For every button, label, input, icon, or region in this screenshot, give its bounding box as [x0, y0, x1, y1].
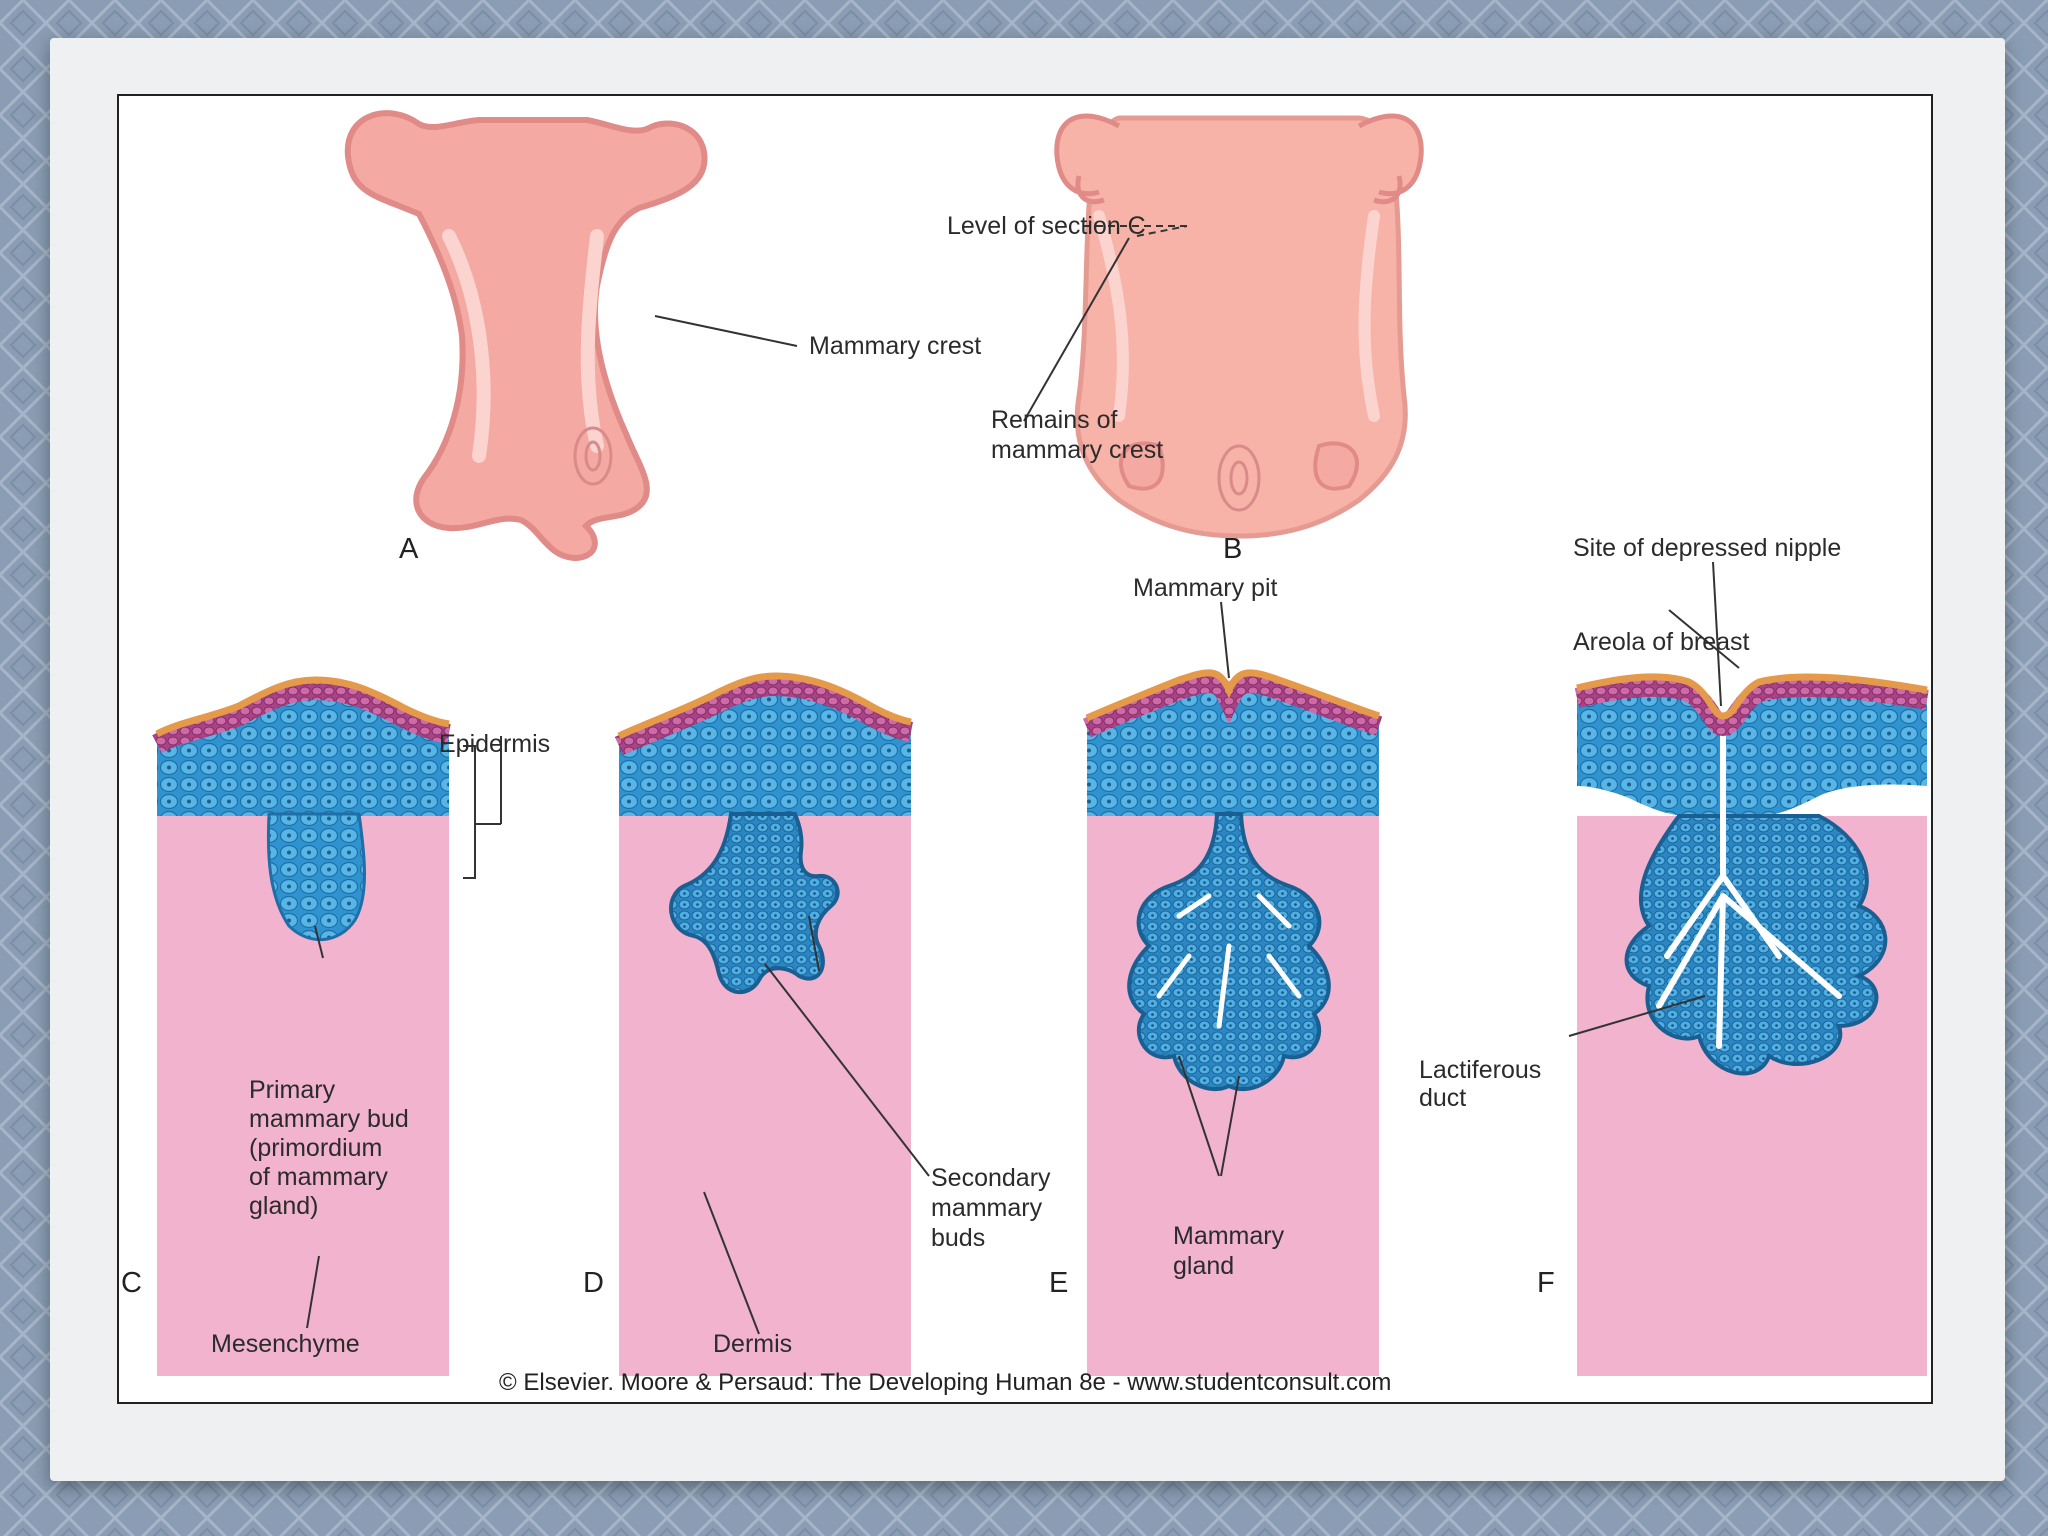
label-remains-line2: mammary crest — [991, 436, 1163, 464]
copyright-credit: © Elsevier. Moore & Persaud: The Develop… — [499, 1369, 1391, 1396]
label-secondary-line1: Secondary — [931, 1164, 1051, 1192]
label-gland-line2: gland — [1173, 1252, 1234, 1280]
label-areola-of-breast: Areola of breast — [1573, 628, 1750, 656]
section-d-illustration — [619, 676, 929, 1376]
label-primary-line5: gland) — [249, 1192, 319, 1220]
label-gland-line1: Mammary — [1173, 1222, 1285, 1250]
label-remains-line1: Remains of — [991, 406, 1117, 434]
label-site-of-depressed-nipple: Site of depressed nipple — [1573, 534, 1841, 562]
label-secondary-line2: mammary — [931, 1194, 1043, 1222]
label-epidermis: Epidermis — [439, 730, 550, 758]
section-c-illustration — [157, 680, 501, 1376]
figure-area: Mammary crest A Level of section C Remai… — [117, 94, 1933, 1404]
panel-label-a: A — [399, 533, 419, 565]
section-f-illustration — [1569, 562, 1927, 1376]
label-level-of-section-c: Level of section C — [947, 212, 1146, 240]
embryo-a-illustration — [348, 113, 797, 558]
label-mesenchyme: Mesenchyme — [211, 1330, 360, 1358]
label-primary-line2: mammary bud — [249, 1105, 409, 1133]
label-primary-line1: Primary — [249, 1076, 336, 1104]
label-lactiferous-line2: duct — [1419, 1084, 1466, 1112]
label-primary-line3: (primordium — [249, 1134, 382, 1162]
label-secondary-line3: buds — [931, 1224, 985, 1252]
panel-label-c: C — [121, 1267, 142, 1299]
panel-label-d: D — [583, 1267, 604, 1299]
label-mammary-crest: Mammary crest — [809, 332, 981, 360]
panel-label-b: B — [1223, 533, 1242, 565]
label-lactiferous-line1: Lactiferous — [1419, 1056, 1541, 1084]
label-mammary-pit: Mammary pit — [1133, 574, 1278, 602]
breast-development-diagram: Mammary crest A Level of section C Remai… — [119, 96, 1931, 1402]
fetus-b-illustration — [1024, 116, 1421, 536]
label-primary-line4: of mammary — [249, 1163, 388, 1191]
panel-label-e: E — [1049, 1267, 1068, 1299]
label-dermis: Dermis — [713, 1330, 792, 1358]
panel-label-f: F — [1537, 1267, 1555, 1299]
